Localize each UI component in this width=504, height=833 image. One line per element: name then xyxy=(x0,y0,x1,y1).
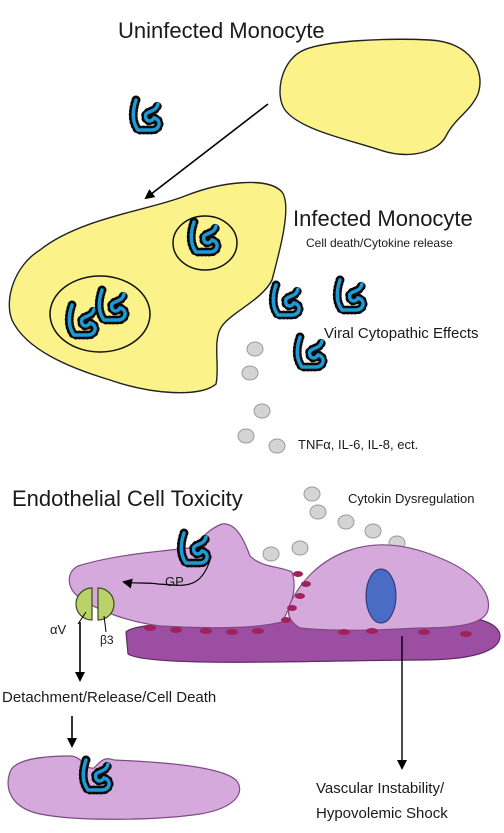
junction-icon xyxy=(293,571,303,577)
cytokine-particle-icon xyxy=(237,428,255,444)
detachment-label: Detachment/Release/Cell Death xyxy=(2,689,217,706)
tight-junctions xyxy=(144,571,472,637)
viral-cytopathic-effects-label: Viral Cytopathic Effects xyxy=(324,325,479,342)
junction-icon xyxy=(366,628,378,634)
gp-label: GP xyxy=(165,574,184,589)
endothelial-nucleus xyxy=(365,568,397,624)
cell-death-label: Cell death/Cytokine release xyxy=(306,236,453,250)
gp-binding-arrow xyxy=(122,559,211,589)
cytokine-particle-icon xyxy=(246,341,264,357)
virus-icon xyxy=(273,285,299,315)
junction-icon xyxy=(301,581,311,587)
infection-arrow xyxy=(144,103,269,200)
endosome-small xyxy=(172,215,238,271)
cytokine-particle-icon xyxy=(364,523,382,539)
junction-icon xyxy=(226,629,238,635)
junction-icon xyxy=(170,627,182,633)
cytokine-particle-icon xyxy=(291,540,309,556)
junction-icon xyxy=(252,628,264,634)
endothelial-toxicity-label: Endothelial Cell Toxicity xyxy=(12,486,243,511)
cytokine-particles xyxy=(234,341,406,578)
junction-icon xyxy=(144,625,156,631)
cytokine-particle-icon xyxy=(337,514,355,530)
cytokine-particle-icon xyxy=(241,365,259,381)
junction-icon xyxy=(200,628,212,634)
virus-icon xyxy=(337,280,363,310)
cytokine-particle-icon xyxy=(253,403,271,419)
cytokine-particle-icon xyxy=(309,504,327,520)
integrin-receptor-icon xyxy=(75,587,115,621)
cytokines-label: TNFα, IL-6, IL-8, ect. xyxy=(298,437,419,452)
junction-icon xyxy=(460,631,472,637)
infected-monocyte-cell xyxy=(8,181,287,394)
junction-icon xyxy=(295,593,305,599)
beta3-label: β3 xyxy=(100,633,114,647)
endosome-large xyxy=(49,275,151,353)
hypovolemic-shock-label: Hypovolemic Shock xyxy=(316,805,448,822)
detached-endothelial-cell xyxy=(7,755,241,820)
junction-icon xyxy=(338,629,350,635)
virus-icon xyxy=(297,337,323,367)
cytokine-dysregulation-label: Cytokin Dysregulation xyxy=(348,491,475,506)
infected-monocyte-label: Infected Monocyte xyxy=(293,206,473,231)
cytokine-particle-icon xyxy=(268,438,286,454)
vascular-instability-label: Vascular Instability/ xyxy=(316,780,445,797)
junction-icon xyxy=(418,629,430,635)
alpha-v-label: αV xyxy=(50,622,67,637)
junction-icon xyxy=(281,617,291,623)
virus-icon xyxy=(133,100,159,130)
uninfected-monocyte-cell xyxy=(279,38,481,156)
junction-icon xyxy=(287,605,297,611)
cytokine-particle-icon xyxy=(303,486,321,502)
beta3-pointer xyxy=(103,615,107,633)
uninfected-monocyte-label: Uninfected Monocyte xyxy=(118,18,325,43)
cytokine-particle-icon xyxy=(262,546,280,562)
